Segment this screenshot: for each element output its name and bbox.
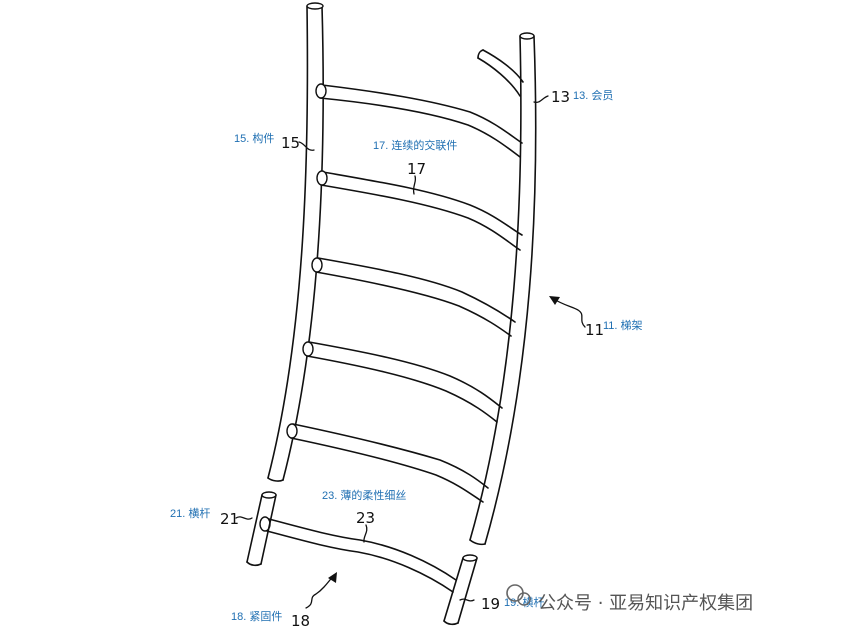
ref-17: 17 (407, 160, 426, 178)
leader-13 (533, 95, 549, 104)
ref-15: 15 (281, 134, 300, 152)
ref-18: 18 (291, 612, 310, 630)
ref-19: 19 (481, 595, 500, 613)
label-15: 15. 构件 (234, 131, 274, 145)
crossbar-21 (246, 491, 277, 567)
rung-4 (302, 341, 503, 423)
label-23: 23. 薄的柔性细丝 (322, 488, 406, 502)
leader-17 (412, 175, 417, 195)
rung-3 (311, 257, 516, 337)
ref-21: 21 (220, 510, 239, 528)
leader-23 (363, 524, 368, 543)
rung-1 (315, 83, 523, 158)
arrow-11 (549, 296, 586, 328)
ref-13: 13 (551, 88, 570, 106)
leader-21 (235, 516, 253, 520)
label-11: 11. 梯架 (603, 319, 643, 332)
leader-19 (459, 598, 475, 602)
rung-5 (286, 423, 489, 503)
crossbar-19 (443, 554, 478, 626)
label-18: 18. 紧固件 (231, 610, 282, 623)
label-17: 17. 连续的交联件 (373, 138, 457, 152)
right-rail (469, 32, 537, 546)
loose-filament (259, 516, 457, 593)
label-19: 19. 横杆 (504, 595, 544, 609)
ref-11: 11 (585, 321, 604, 339)
left-rail (267, 2, 325, 482)
watermark: 公众号 · 亚易知识产权集团 (506, 584, 753, 614)
arrow-18 (305, 572, 337, 609)
rung-2 (316, 170, 523, 251)
label-13: 13. 会员 (573, 89, 613, 102)
label-21: 21. 横杆 (170, 506, 210, 520)
watermark-text: 公众号 · 亚易知识产权集团 (538, 593, 753, 614)
leader-15 (298, 141, 315, 151)
ref-23: 23 (356, 509, 375, 527)
